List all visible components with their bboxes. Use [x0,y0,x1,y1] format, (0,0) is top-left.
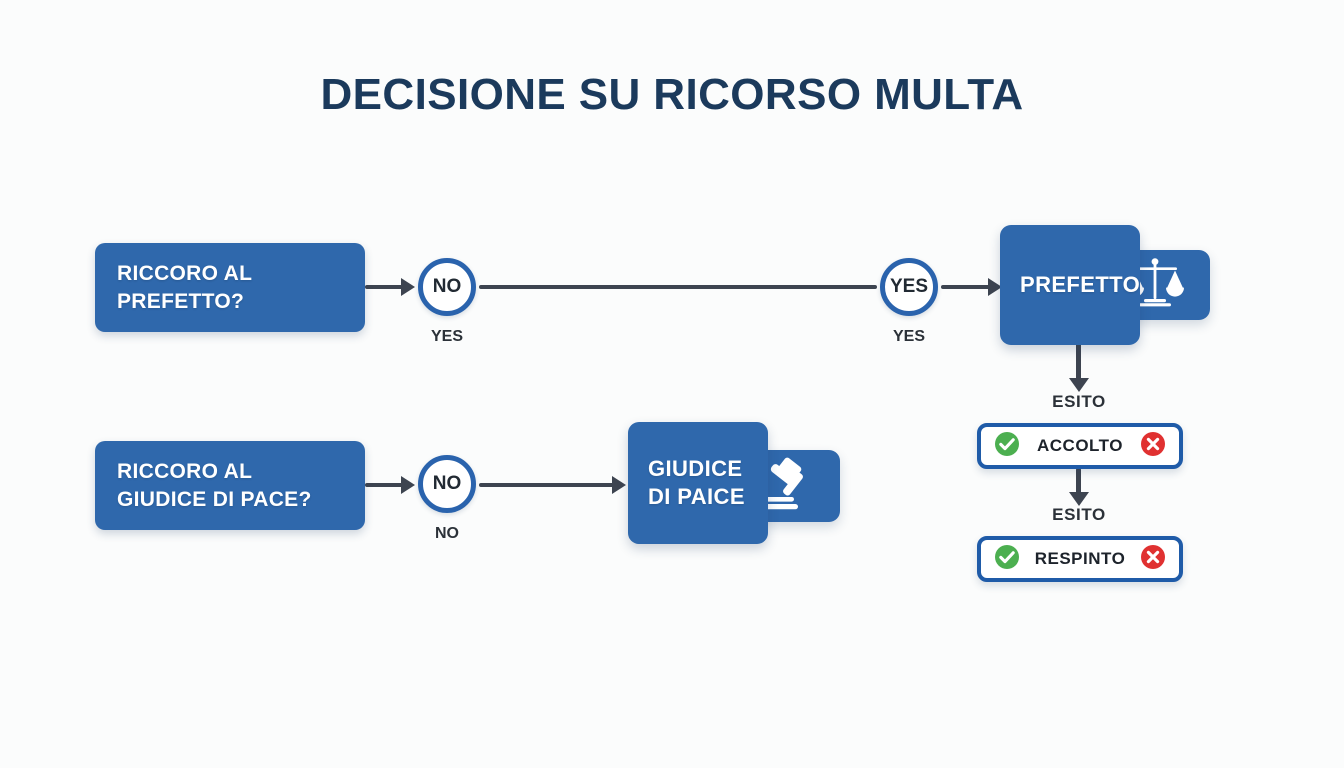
outcome-accolto[interactable]: ACCOLTO [977,423,1183,469]
decision-3-sublabel: NO [435,525,459,542]
decision-node-3[interactable]: NO NO [418,455,476,543]
check-circle-icon [994,544,1020,575]
decision-1-sublabel: YES [430,328,463,345]
node-question-ricorso-prefetto[interactable]: RICCORO AL PREFETTO? [95,243,365,332]
outcome-accolto-label: ACCOLTO [1037,436,1123,455]
node-giudice-di-pace[interactable]: GIUDICE DI PAICE [628,422,840,544]
giudice-label-line2: DI PAICE [648,484,745,509]
arrowhead-into-prefetto [988,278,1002,296]
arrowhead-into-giudice [612,476,626,494]
question-giudice-text: RICCORO AL GIUDICE DI PACE? [95,458,312,513]
check-circle-icon [994,431,1020,462]
giudice-label-line1: GIUDICE [648,455,743,481]
connector-prefetto-to-accolto [1076,340,1081,382]
giudice-label-group: GIUDICE DI PAICE [628,455,745,511]
giudice-main-panel: GIUDICE DI PAICE [628,422,768,544]
esito-label-2: ESITO [1052,505,1106,524]
connector-decision3-to-giudice [479,483,619,487]
outcome-respinto[interactable]: RESPINTO [977,536,1183,582]
question-giudice-line2: GIUDICE DI PACE? [117,487,312,511]
connector-decision1-to-decision2 [479,285,877,289]
connector-accolto-to-respinto [1076,468,1081,496]
question-prefetto-text: RICCORO AL PREFETTO? [95,260,252,315]
node-question-ricorso-giudice-di-pace[interactable]: RICCORO AL GIUDICE DI PACE? [95,441,365,530]
connector-decision2-to-prefetto [941,285,991,289]
connector-question2-to-decision3 [365,483,405,487]
x-circle-icon [1140,431,1166,462]
arrowhead-into-decision1 [401,278,415,296]
decision-1-circle: NO [418,258,476,316]
node-prefetto[interactable]: PREFETTO [1000,225,1210,345]
connector-question1-to-decision1 [365,285,405,289]
x-circle-icon [1140,544,1166,575]
esito-label-1: ESITO [1052,392,1106,411]
arrowhead-into-decision3 [401,476,415,494]
decision-2-sublabel: YES [892,328,925,345]
decision-3-circle: NO [418,455,476,513]
prefetto-label: PREFETTO [1020,271,1141,297]
arrowhead-into-esito2 [1069,492,1089,506]
outcome-respinto-label: RESPINTO [1034,549,1126,568]
prefetto-main-panel: PREFETTO [1000,225,1140,345]
decision-node-1[interactable]: NO YES [418,258,476,346]
gavel-icon [753,457,815,516]
page-title: DECISIONE SU RICORSO MULTA [320,70,1024,119]
question-prefetto-line1: RICCORO AL [117,261,253,285]
question-prefetto-line2: PREFETTO? [117,289,245,313]
question-giudice-line1: RICCORO AL [117,459,253,483]
prefetto-label-group: PREFETTO [1000,271,1140,299]
decision-2-circle: YES [880,258,938,316]
decision-node-2[interactable]: YES YES [880,258,938,346]
arrowhead-into-esito1 [1069,378,1089,392]
